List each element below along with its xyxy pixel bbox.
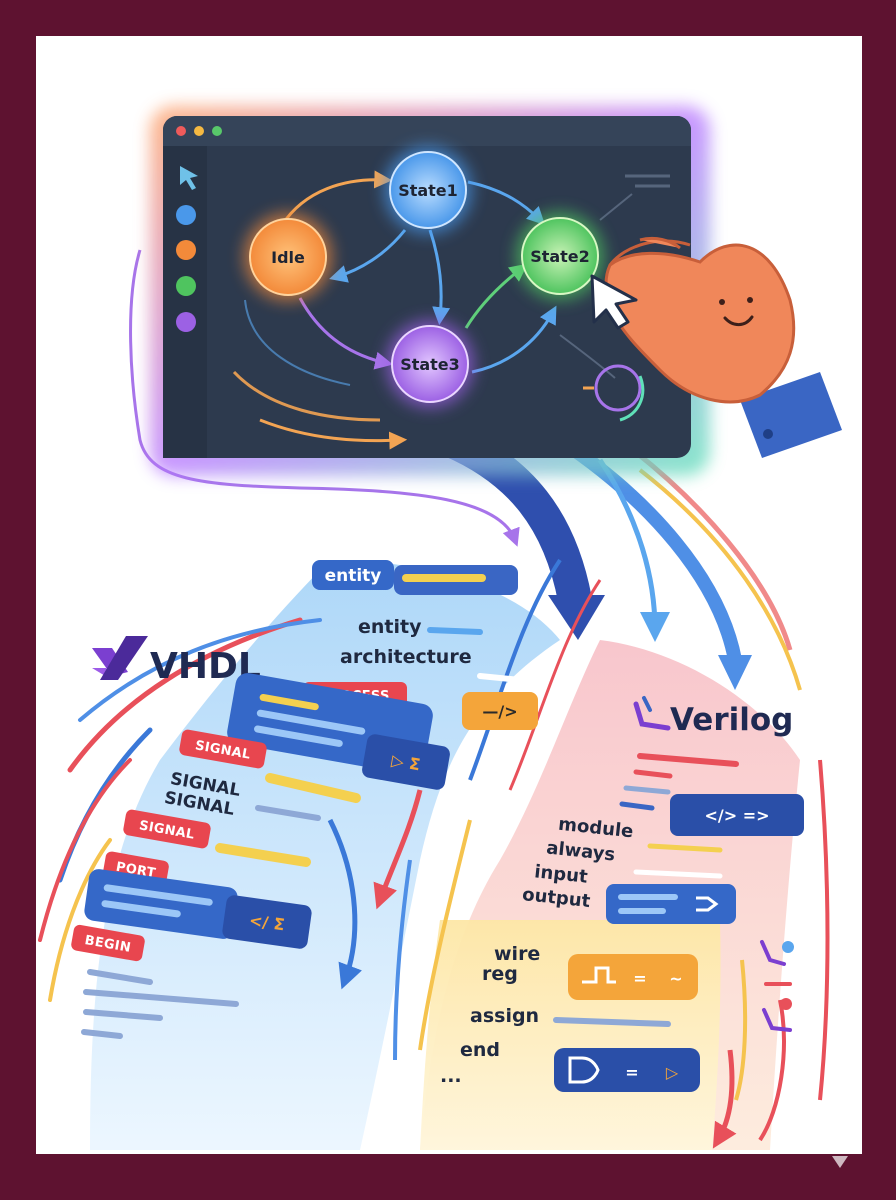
state1-label: State1	[398, 181, 458, 200]
state1-node[interactable]: State1	[384, 146, 472, 234]
vhdl-entity-tag: entity	[312, 560, 394, 590]
cursor-tool-icon	[180, 166, 198, 190]
state3-node[interactable]: State3	[386, 320, 474, 408]
vhdl-code-sum-chip: </ Σ	[222, 895, 312, 949]
verilog-gate-chip: = ▷	[554, 1048, 700, 1092]
svg-text:▷: ▷	[666, 1063, 679, 1082]
vhdl-play-sum-chip: ▷ Σ	[362, 734, 450, 790]
vhdl-begin-tag: BEGIN	[71, 924, 145, 962]
window-maximize-dot	[212, 126, 222, 136]
verilog-logo-icon	[633, 696, 671, 731]
flow-line-purple	[129, 249, 520, 547]
fsm-window	[163, 116, 691, 458]
palette-green	[176, 276, 196, 296]
mouse-cursor-icon	[590, 274, 638, 330]
flow-arrow-right-head	[718, 655, 752, 690]
flow-line-1	[597, 458, 670, 642]
vhdl-port-block	[84, 869, 238, 939]
verilog-assign-label: assign	[470, 1005, 539, 1027]
verilog-end-label: end	[460, 1039, 500, 1061]
state-idle-node[interactable]: Idle	[244, 213, 332, 301]
flow-line-3	[638, 468, 802, 691]
vhdl-logo-icon	[92, 636, 148, 680]
target-ring	[594, 364, 642, 412]
verilog-title: Verilog	[670, 702, 793, 738]
svg-text:~: ~	[669, 969, 682, 988]
state2-node[interactable]: State2	[516, 212, 604, 300]
svg-text:=: =	[625, 1063, 638, 1082]
svg-text:▷ Σ: ▷ Σ	[390, 751, 422, 775]
svg-text:=: =	[633, 969, 646, 988]
state-idle-label: Idle	[271, 248, 305, 267]
verilog-code-eq-chip: </> =>	[670, 794, 804, 836]
hand-illustration	[604, 236, 842, 458]
window-close-dot	[176, 126, 186, 136]
vhdl-entity-label: entity	[358, 616, 422, 638]
vhdl-signal-tag-2: SIGNAL	[123, 809, 211, 849]
palette-blue	[176, 205, 196, 225]
vhdl-architecture-label: architecture	[340, 646, 472, 668]
verilog-ellipsis: ...	[440, 1065, 462, 1087]
tool-sidebar	[163, 146, 207, 458]
verilog-output-block	[606, 884, 736, 924]
verilog-reg-label: reg	[482, 963, 518, 985]
verilog-signal-chip: = ~	[568, 954, 698, 1000]
palette-purple	[176, 312, 196, 332]
corner-mark-icon	[832, 1156, 848, 1168]
state3-label: State3	[400, 355, 460, 374]
flow-arrow-main-head	[548, 595, 605, 640]
window-minimize-dot	[194, 126, 204, 136]
verilog-wire-label: wire	[494, 943, 540, 965]
palette-orange	[176, 240, 196, 260]
state2-label: State2	[530, 247, 590, 266]
vhdl-signal-tag-1: SIGNAL	[179, 729, 267, 769]
svg-text:entity: entity	[325, 566, 382, 586]
svg-text:</ Σ: </ Σ	[248, 911, 286, 935]
svg-text:—/>: —/>	[482, 702, 517, 721]
decorative-symbols	[760, 940, 794, 1032]
vhdl-code-chip: —/>	[462, 692, 538, 730]
svg-text:</> =>: </> =>	[704, 806, 769, 825]
